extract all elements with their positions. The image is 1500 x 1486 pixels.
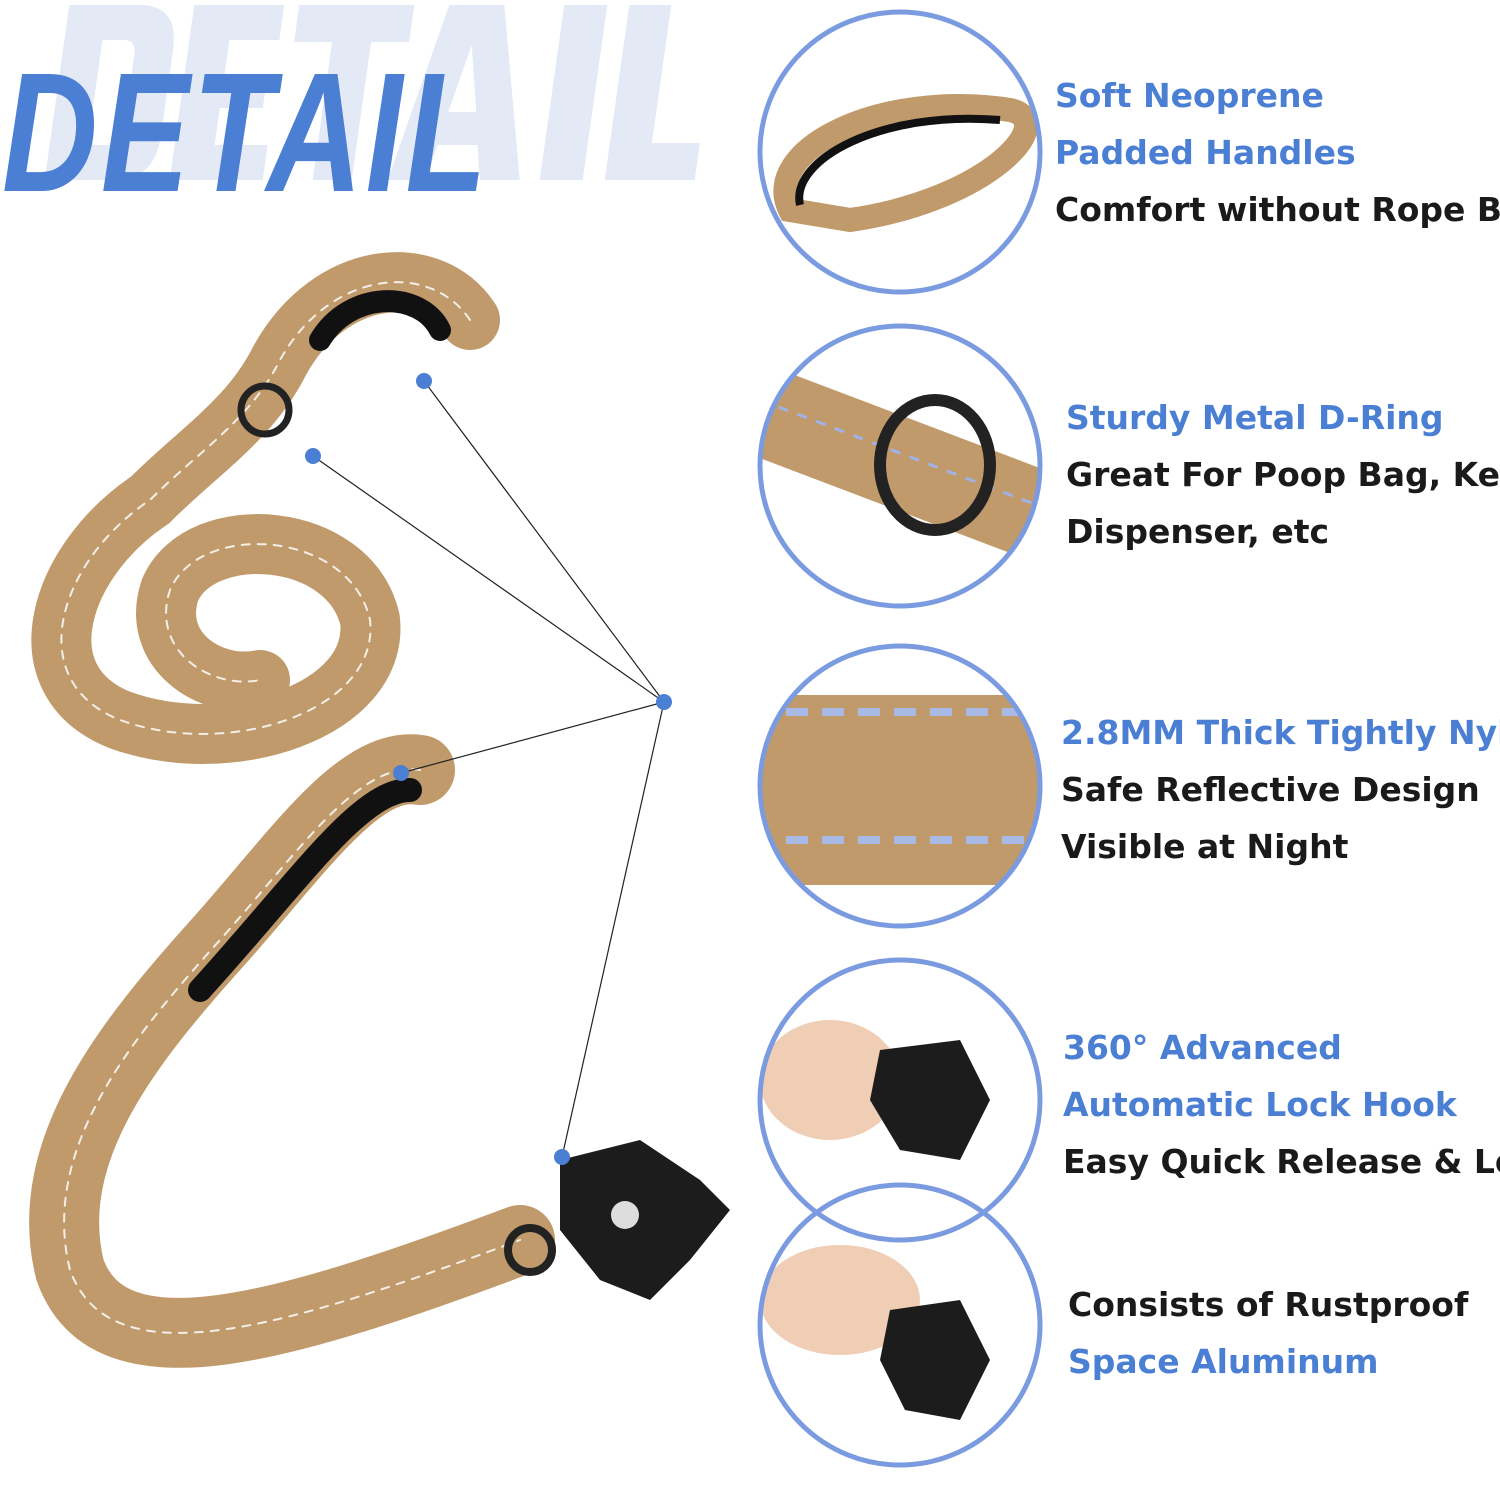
leash-image — [29, 252, 555, 1368]
feature-description: Easy Quick Release & Lock — [1063, 1142, 1500, 1181]
callout-hub-dot — [656, 694, 672, 710]
feature-description: Great For Poop Bag, Key, — [1066, 455, 1500, 494]
feature-title: 2.8MM Thick Tightly Nylon — [1061, 713, 1500, 752]
feature-dring: Sturdy Metal D-Ring Great For Poop Bag, … — [1066, 389, 1500, 560]
feature-description: Safe Reflective Design — [1061, 770, 1480, 809]
feature-title: Padded Handles — [1055, 133, 1356, 172]
detail-circle-handle — [760, 12, 1040, 292]
feature-nylon: 2.8MM Thick Tightly Nylon Safe Reflectiv… — [1061, 704, 1500, 875]
watermark-letter-a — [387, 5, 520, 180]
detail-circle-nylon — [760, 646, 1040, 926]
callout-dot-dring — [305, 448, 321, 464]
feature-title: 360° Advanced — [1063, 1028, 1342, 1067]
title-detail: DETAIL — [2, 38, 490, 228]
watermark-letter-i — [539, 5, 608, 180]
feature-description: Visible at Night — [1061, 827, 1349, 866]
detail-circle-hook-closed — [760, 1185, 1040, 1465]
feature-aluminum: Consists of Rustproof Space Aluminum — [1068, 1276, 1468, 1390]
detail-circle-borders — [757, 9, 1043, 1468]
feature-description: Comfort without Rope Burn — [1055, 190, 1500, 229]
watermark-letter-t — [294, 5, 415, 180]
callout-dot-nylon — [393, 765, 409, 781]
watermark-letter-e — [169, 5, 285, 180]
callout-dots — [305, 373, 672, 1165]
feature-description: Dispenser, etc — [1066, 512, 1330, 551]
callout-dot-hook — [554, 1149, 570, 1165]
callout-lines — [312, 380, 665, 1158]
feature-title: Sturdy Metal D-Ring — [1066, 398, 1444, 437]
watermark-letter-l — [604, 5, 700, 180]
detail-circle-dring — [760, 326, 1040, 606]
feature-handles: Soft Neoprene Padded Handles Comfort wit… — [1055, 67, 1500, 238]
feature-title: Space Aluminum — [1068, 1342, 1379, 1381]
callout-dot-handle — [416, 373, 432, 389]
title-background-watermark — [44, 5, 700, 180]
feature-title: Automatic Lock Hook — [1063, 1085, 1457, 1124]
feature-title: Soft Neoprene — [1055, 76, 1324, 115]
lock-hook-image — [504, 1140, 730, 1300]
watermark-letter-d — [44, 5, 174, 180]
feature-description: Consists of Rustproof — [1068, 1285, 1469, 1324]
feature-lock-hook: 360° Advanced Automatic Lock Hook Easy Q… — [1063, 1019, 1500, 1190]
